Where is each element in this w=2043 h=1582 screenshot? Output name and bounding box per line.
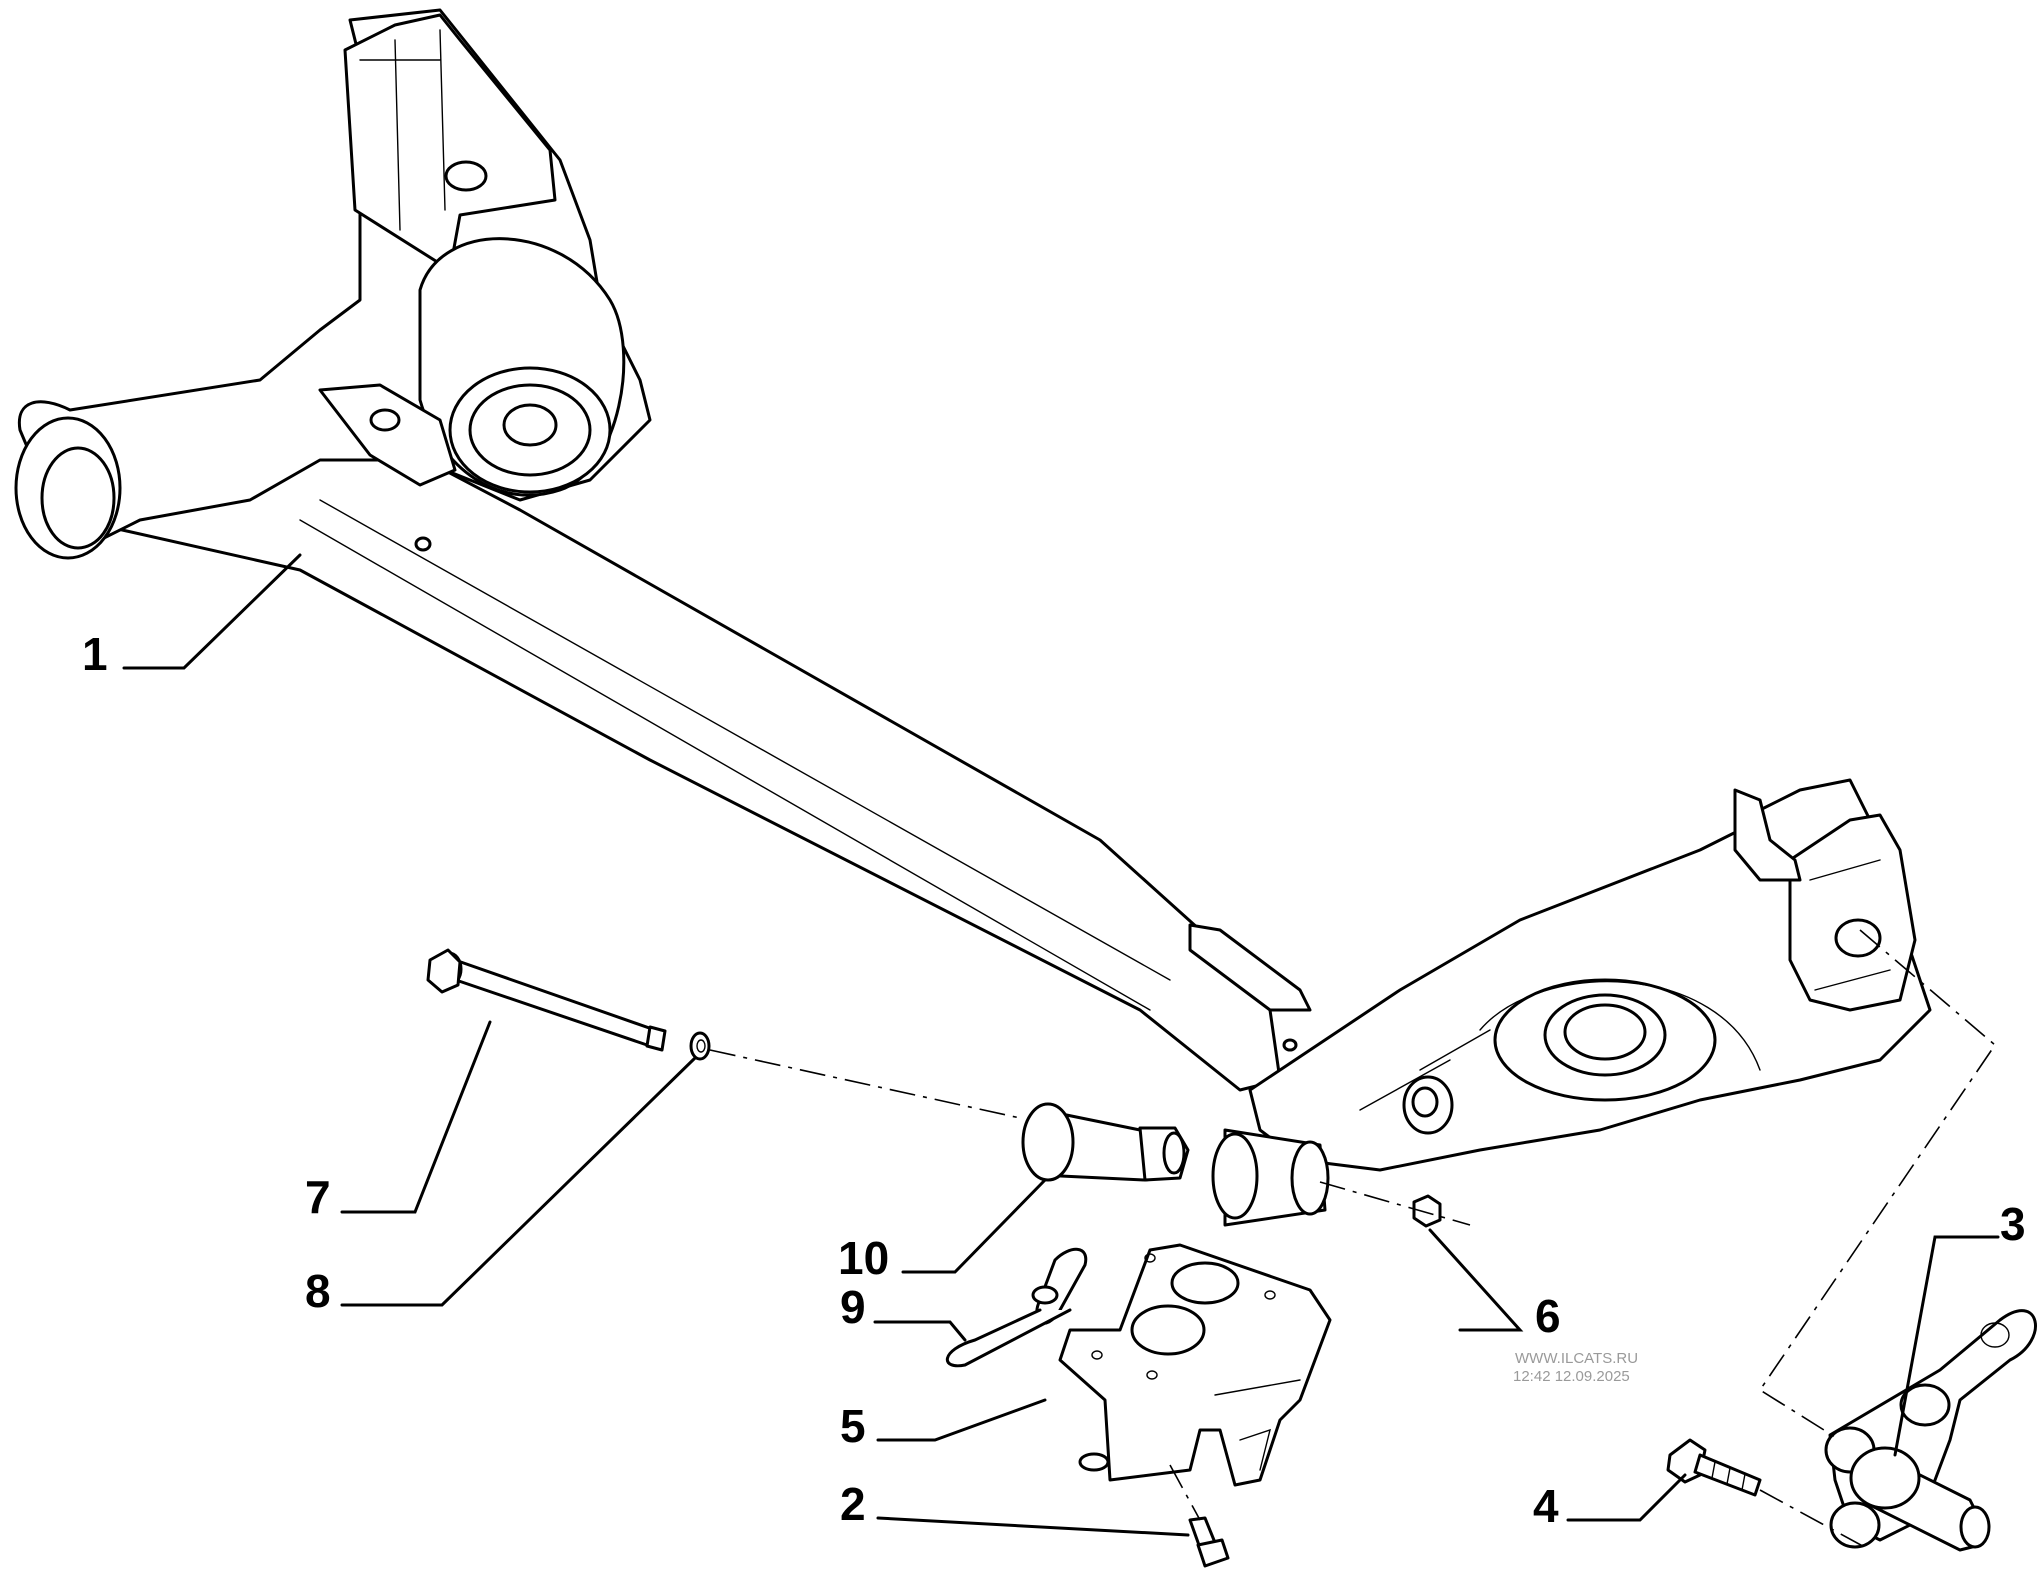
callout-3: 3 [2000,1198,2026,1250]
callout-10: 10 [838,1232,889,1284]
callout-1: 1 [82,628,108,680]
washer[interactable] [689,1031,711,1061]
watermark-line1: WWW.ILCATS.RU [1515,1350,1638,1367]
watermark: WWW.ILCATS.RU 12:42 12.09.2025 [1513,1350,1638,1385]
callout-7: 7 [305,1171,331,1223]
mounting-bracket[interactable] [1058,1243,1332,1487]
leader-lines [122,553,2000,1537]
spring-clip[interactable] [946,1247,1088,1368]
assembly-axis-lines [709,929,1997,1551]
rear-axle-beam[interactable] [14,8,1932,1172]
callout-9: 9 [840,1281,866,1333]
callout-2: 2 [840,1478,866,1530]
watermark-line2: 12:42 12.09.2025 [1513,1368,1630,1385]
callout-labels: 1 2 3 4 5 6 7 8 9 10 [82,628,2026,1532]
stub-axle[interactable] [1824,1309,2037,1552]
mounted-bushing[interactable] [1211,1128,1330,1227]
nut[interactable] [1412,1194,1442,1228]
hub-bolt[interactable] [1666,1438,1762,1497]
callout-8: 8 [305,1265,331,1317]
callout-5: 5 [840,1400,866,1452]
bushing[interactable] [1021,1102,1190,1182]
small-bolt[interactable] [1188,1516,1230,1568]
callout-4: 4 [1533,1480,1559,1532]
long-bolt[interactable] [426,948,667,1052]
callout-6: 6 [1535,1290,1561,1342]
